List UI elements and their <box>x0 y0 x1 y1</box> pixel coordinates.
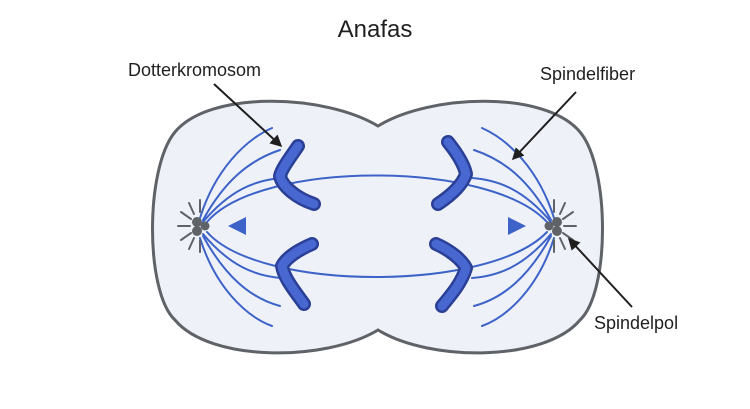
cell-outline <box>151 99 604 355</box>
spindle-pole-left <box>177 199 210 253</box>
right-arrowhead <box>508 217 526 235</box>
diagram-title: Anafas <box>337 16 413 43</box>
pointer-daughter-chromosome <box>213 83 283 148</box>
chromosome-right-lower <box>429 237 473 313</box>
movement-arrows <box>228 217 526 235</box>
daughter-chromosomes <box>273 135 473 313</box>
label-spindle-fiber: Spindelfiber <box>540 64 636 84</box>
label-spindle-pole: Spindelpol <box>594 313 679 333</box>
label-daughter-chromosome: Dotterkromosom <box>128 60 262 80</box>
pointer-spindle-pole <box>567 237 633 308</box>
chromosome-left-upper <box>273 139 321 211</box>
left-arrowhead <box>228 217 246 235</box>
chromosome-left-lower <box>275 237 319 311</box>
chromosome-right-upper <box>431 135 473 211</box>
pointer-spindle-fiber <box>511 91 577 161</box>
